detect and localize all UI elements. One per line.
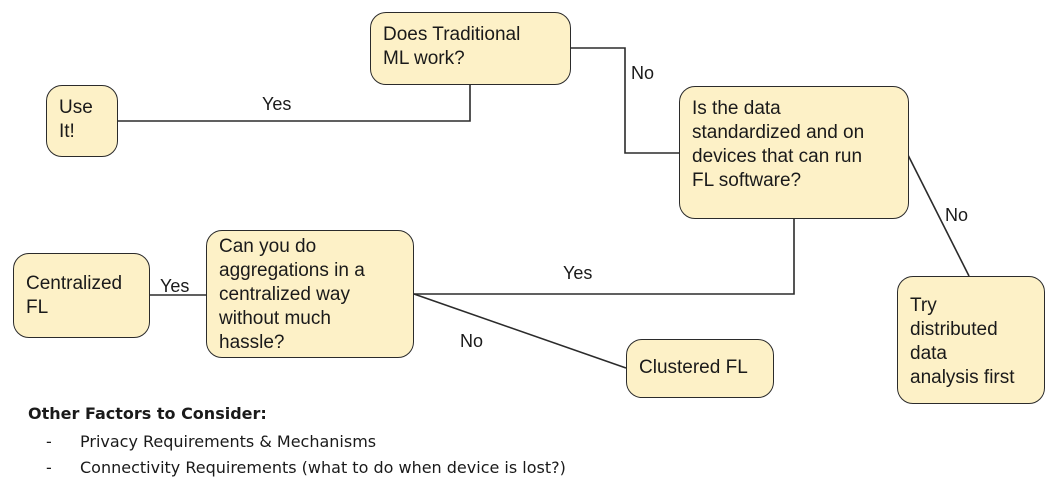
other-factors-item-text: Privacy Requirements & Mechanisms: [80, 432, 377, 451]
other-factors-list: - Privacy Requirements & Mechanisms - Co…: [28, 429, 566, 481]
node-use-it: Use It!: [46, 85, 118, 157]
node-centralized-fl: Centralized FL: [13, 253, 150, 338]
node-centralized-aggregation: Can you do aggregations in a centralized…: [206, 230, 414, 358]
connector-aggregation-to-clustered: [413, 293, 627, 369]
list-dash: -: [46, 432, 52, 451]
edge-label-traditional-no: No: [631, 63, 655, 83]
node-data-standardized: Is the data standardized and on devices …: [679, 86, 909, 219]
edge-label-aggregation-no: No: [460, 331, 484, 351]
other-factors-item: - Privacy Requirements & Mechanisms: [28, 429, 566, 455]
other-factors-title: Other Factors to Consider:: [28, 404, 267, 423]
edge-label-standardized-no: No: [945, 205, 969, 225]
edge-label-aggregation-yes: Yes: [160, 276, 190, 296]
node-traditional-ml: Does Traditional ML work?: [370, 12, 571, 85]
other-factors-item-text: Connectivity Requirements (what to do wh…: [80, 458, 566, 477]
connector-traditional-to-use-it: [118, 85, 471, 122]
connector-traditional-to-standardized: [571, 47, 679, 154]
edge-label-standardized-yes: Yes: [563, 263, 593, 283]
edge-label-traditional-yes: Yes: [262, 94, 292, 114]
node-clustered-fl: Clustered FL: [626, 339, 774, 398]
list-dash: -: [46, 458, 52, 477]
connector-standardized-to-distributed: [907, 154, 970, 277]
node-distributed-analysis: Try distributed data analysis first: [897, 276, 1045, 404]
connector-standardized-to-aggregation: [414, 219, 795, 295]
other-factors-section: Other Factors to Consider: - Privacy Req…: [28, 403, 566, 481]
other-factors-item: - Connectivity Requirements (what to do …: [28, 455, 566, 481]
